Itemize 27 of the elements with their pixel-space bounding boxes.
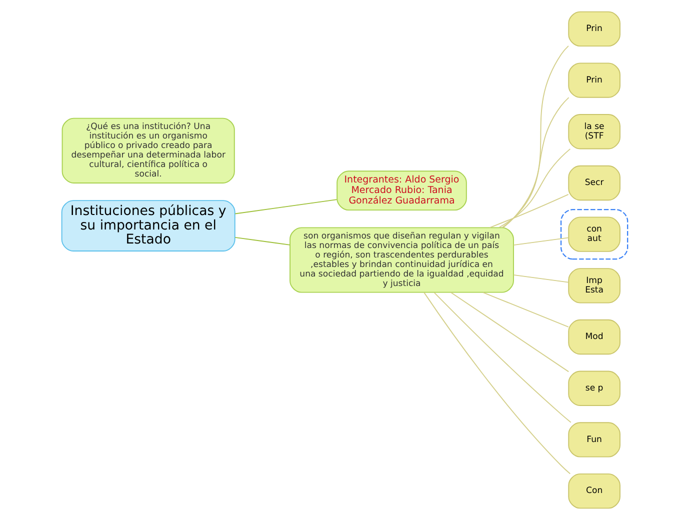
node-box: Secr <box>568 165 620 201</box>
connector <box>502 45 568 228</box>
cluster <box>560 209 628 260</box>
connector <box>423 292 570 474</box>
node-box: ¿Qué es una institución? Una institución es un organismo público o privado creado para desempeñar una determinada labor cultural, científica política o social. <box>61 118 234 184</box>
connector <box>512 274 568 283</box>
node-box: Con <box>568 473 620 509</box>
node-box: son organismos que diseñan regulan y vigilan las normas de convivencia política de un país o región, son trascendentes perdurables ,estables y brindan continuidad jurídica en una sociedad partiendo de la igualdad ,equidad y justicia <box>289 227 514 293</box>
node-box: Imp Esta <box>568 268 620 304</box>
node-box: Mod <box>568 319 620 355</box>
connector <box>498 148 570 228</box>
connector <box>433 292 571 423</box>
node-box: Fun <box>568 422 620 458</box>
node-box: se p <box>568 370 620 406</box>
connector <box>512 237 568 246</box>
node-box: Prin <box>568 11 620 47</box>
connector <box>234 199 337 214</box>
connector <box>501 97 569 228</box>
node-box: Integrantes: Aldo Sergio Mercado Rubio: Tania González Guadarrama <box>336 170 466 211</box>
connector <box>450 292 569 372</box>
connector <box>234 236 290 246</box>
node-box: la se (STF <box>568 114 620 150</box>
node-box: Instituciones públicas y su importancia en el Estado <box>60 200 235 252</box>
node-box: Prin <box>568 62 620 98</box>
connector <box>488 194 568 228</box>
node-box: con aut <box>568 216 620 252</box>
connector <box>482 292 568 328</box>
